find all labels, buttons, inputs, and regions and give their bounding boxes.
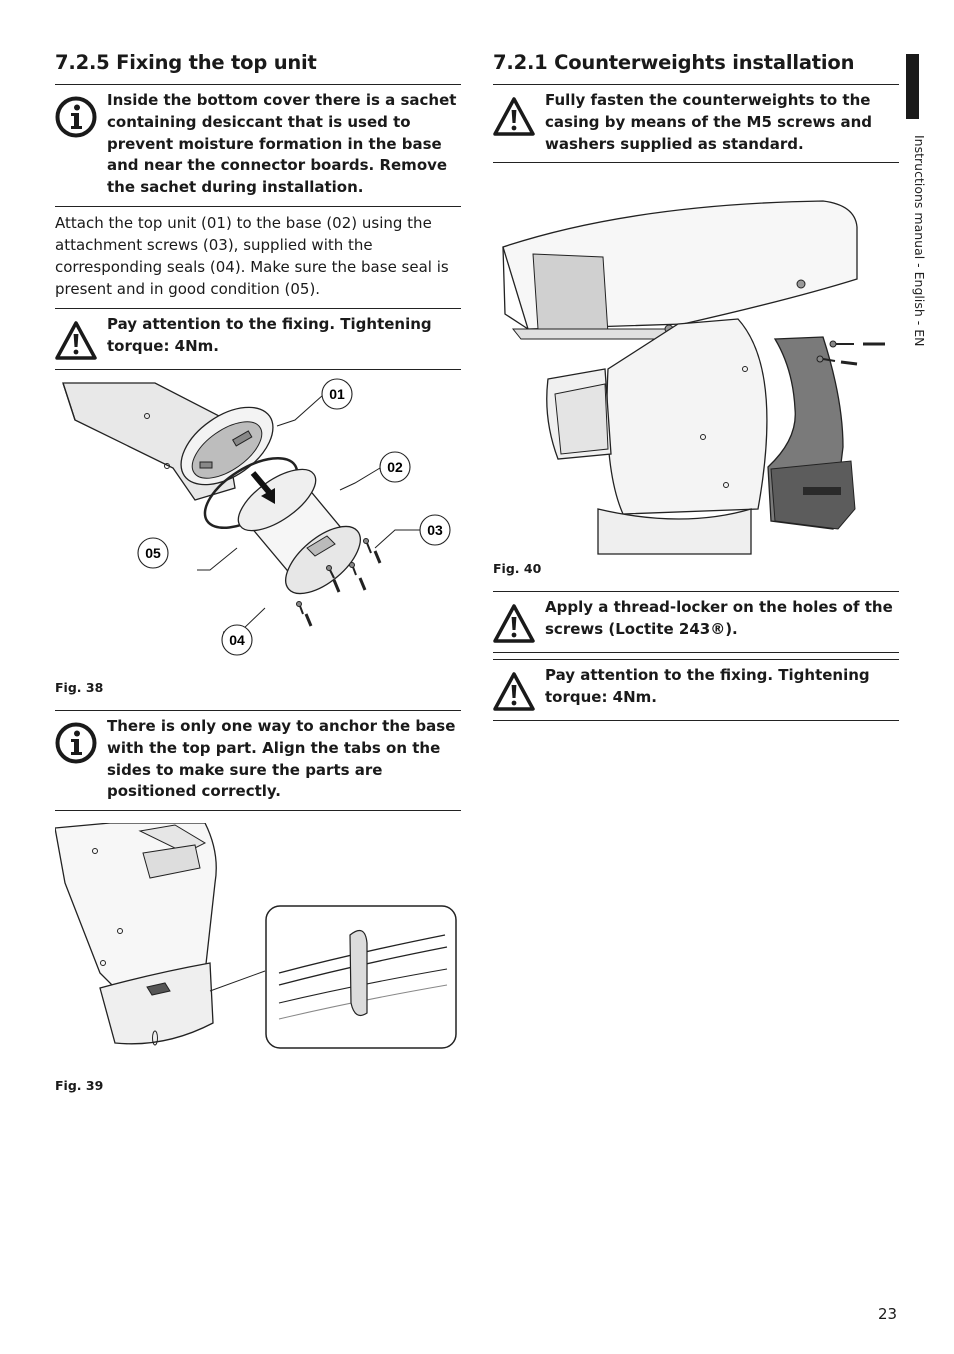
callout-02: 02	[387, 459, 403, 475]
warning-note-torque: Pay attention to the fixing. Tightening …	[55, 307, 461, 370]
fig40-illustration	[493, 169, 899, 559]
callout-03: 03	[427, 522, 443, 538]
section-heading-counterweights: 7.2.1 Counterweights installation	[493, 51, 855, 74]
section-tab	[906, 54, 919, 119]
callout-01: 01	[329, 386, 345, 402]
info-note-anchor: There is only one way to anchor the base…	[55, 709, 461, 812]
right-column: 7.2.1 Counterweights installation Fully …	[493, 48, 899, 722]
warning-icon	[55, 321, 97, 360]
callout-04: 04	[229, 632, 245, 648]
page-number: 23	[878, 1305, 898, 1323]
warning-note-fasten: Fully fasten the counterweights to the c…	[493, 84, 899, 164]
callout-05: 05	[145, 545, 161, 561]
fig38-caption: Fig. 38	[55, 679, 104, 695]
fig39-illustration	[55, 823, 461, 1068]
warning-note-torque-text: Pay attention to the fixing. Tightening …	[107, 314, 432, 355]
left-column: 7.2.5 Fixing the top unit Inside the bot…	[55, 48, 461, 1094]
info-note-desiccant-text: Inside the bottom cover there is a sache…	[107, 91, 457, 197]
info-note-desiccant: Inside the bottom cover there is a sache…	[55, 84, 461, 207]
warning-note-fasten-text: Fully fasten the counterweights to the c…	[545, 91, 873, 153]
info-icon	[55, 96, 97, 138]
fig39-caption: Fig. 39	[55, 1078, 104, 1094]
warning-icon	[493, 97, 535, 136]
fig40-caption: Fig. 40	[493, 561, 542, 577]
warning-note-threadlocker: Apply a thread-locker on the holes of th…	[493, 591, 899, 654]
info-icon	[55, 722, 97, 764]
section-heading-fixing-top-unit: 7.2.5 Fixing the top unit	[55, 51, 317, 74]
warning-icon	[493, 672, 535, 712]
warning-note-threadlocker-text: Apply a thread-locker on the holes of th…	[545, 598, 893, 639]
sidebar-manual-label: Instructions manual - English - EN	[912, 135, 927, 347]
attach-paragraph: Attach the top unit (01) to the base (02…	[55, 213, 449, 298]
warning-note-torque-right: Pay attention to the fixing. Tightening …	[493, 659, 899, 722]
info-note-anchor-text: There is only one way to anchor the base…	[107, 716, 456, 801]
warning-icon	[493, 604, 535, 644]
warning-note-torque-right-text: Pay attention to the fixing. Tightening …	[545, 666, 870, 707]
fig38-illustration: 01 02 03 04 05	[55, 370, 461, 670]
